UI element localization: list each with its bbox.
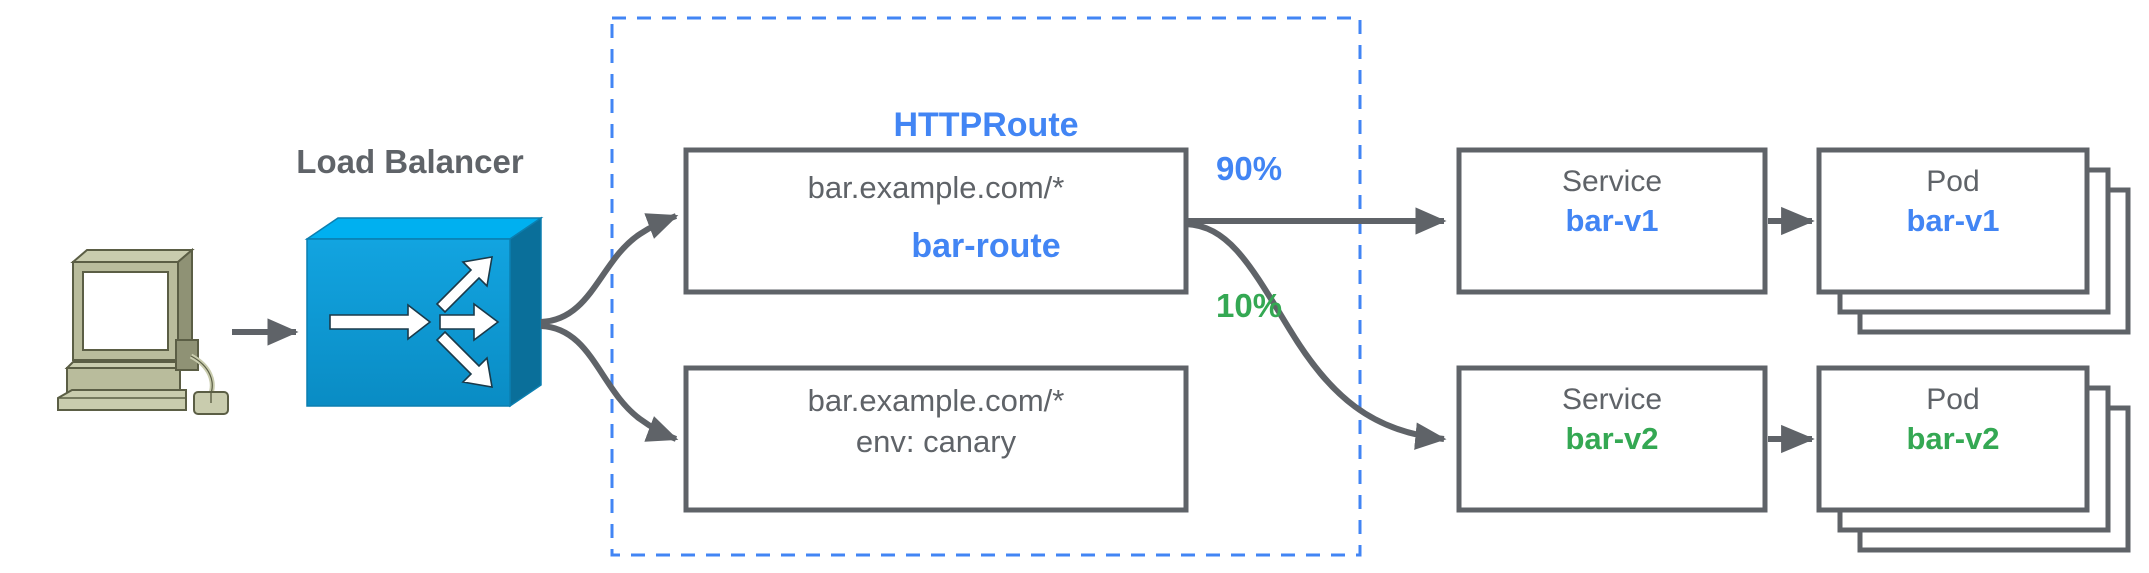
weight-label-90: 90% bbox=[1216, 150, 1283, 187]
desktop-computer-icon bbox=[57, 247, 229, 415]
route-canary-line-1: bar.example.com/* bbox=[807, 382, 1065, 418]
weight-label-10: 10% bbox=[1216, 287, 1283, 324]
pod-bar-v2-text: Pod bar-v2 bbox=[1819, 368, 2087, 472]
pod-bar-v2-kind: Pod bbox=[1926, 383, 1980, 416]
pod-stack-bar-v1[interactable] bbox=[1816, 147, 2131, 335]
route-canary-text: bar.example.com/* env: canary bbox=[686, 353, 1186, 490]
load-balancer-label: Load Balancer bbox=[296, 143, 524, 180]
httproute-group-title: HTTPRoute bar-route bbox=[612, 25, 1360, 346]
pod-bar-v1-kind: Pod bbox=[1926, 165, 1980, 198]
arrow-lb-to-route-primary bbox=[540, 213, 679, 325]
service-bar-v1-text: Service bar-v1 bbox=[1459, 150, 1765, 254]
arrow-weight-10 bbox=[1185, 221, 1447, 450]
service-bar-v1-kind: Service bbox=[1561, 165, 1663, 198]
route-primary-line-1: bar.example.com/* bbox=[807, 169, 1065, 205]
route-box-canary[interactable] bbox=[683, 365, 1189, 513]
load-balancer-switch-icon bbox=[304, 216, 544, 408]
pod-stack-bar-v2[interactable] bbox=[1816, 365, 2131, 553]
service-bar-v2-text: Service bar-v2 bbox=[1459, 368, 1765, 472]
route-box-primary[interactable] bbox=[683, 147, 1189, 295]
pod-bar-v1-text: Pod bar-v1 bbox=[1819, 150, 2087, 254]
arrow-lb-to-route-canary bbox=[540, 323, 679, 442]
pod-bar-v1-name: bar-v1 bbox=[1906, 203, 2000, 238]
service-bar-v1-name: bar-v1 bbox=[1565, 203, 1659, 238]
pod-bar-v2-name: bar-v2 bbox=[1906, 421, 2000, 456]
service-box-bar-v1[interactable] bbox=[1456, 147, 1768, 295]
service-box-bar-v2[interactable] bbox=[1456, 365, 1768, 513]
service-bar-v2-name: bar-v2 bbox=[1565, 421, 1659, 456]
httproute-name-label: bar-route bbox=[911, 226, 1061, 265]
route-primary-text: bar.example.com/* bbox=[686, 136, 1186, 240]
route-canary-line-2: env: canary bbox=[855, 423, 1017, 459]
httproute-group-border bbox=[610, 16, 1362, 557]
httproute-kind-label: HTTPRoute bbox=[893, 106, 1079, 145]
service-bar-v2-kind: Service bbox=[1561, 383, 1663, 416]
